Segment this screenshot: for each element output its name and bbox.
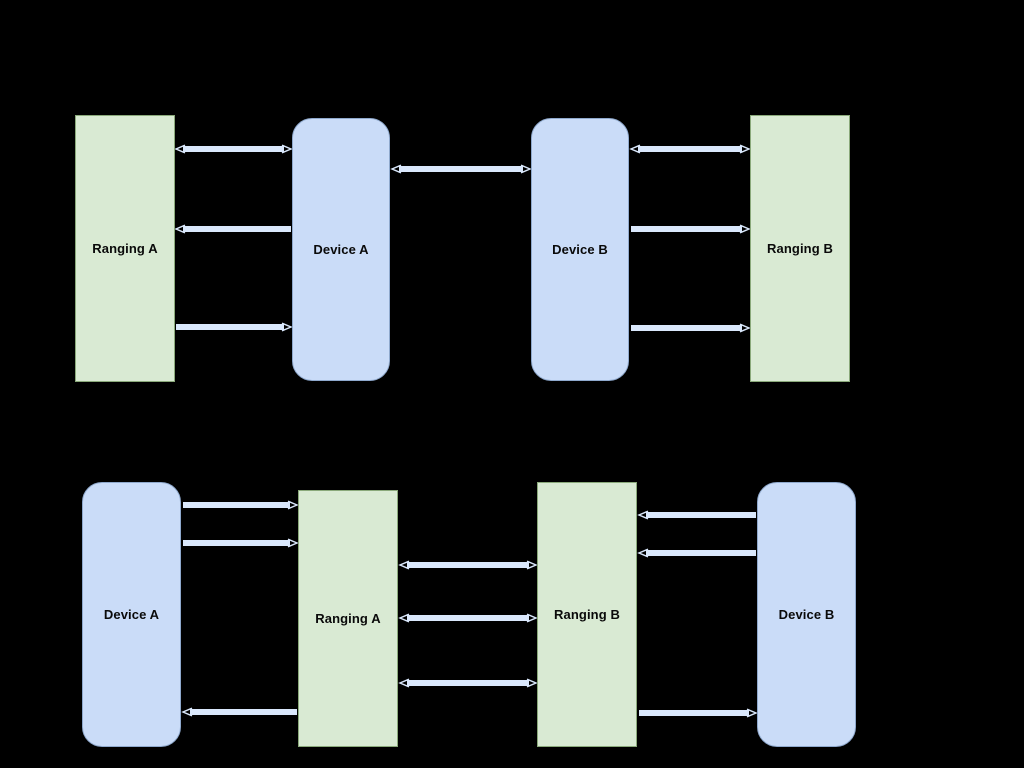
node-label: Ranging B [767,240,833,256]
node-top-device-b[interactable]: Device B [531,118,629,381]
edge-arrow-b2 [183,538,299,548]
edge-arrow-b7 [637,510,756,520]
node-bot-ranging-a[interactable]: Ranging A [298,490,398,747]
node-label: Device B [552,241,608,257]
edge-arrow-t3 [176,322,293,332]
edge-arrow-t5 [629,144,751,154]
edge-arrow-b6 [398,678,538,688]
node-bot-device-a[interactable]: Device A [82,482,181,747]
node-label: Device A [313,241,369,257]
edge-arrow-b9 [639,708,758,718]
node-label: Ranging B [554,606,620,622]
node-label: Ranging A [92,240,158,256]
node-top-device-a[interactable]: Device A [292,118,390,381]
edge-arrow-b5 [398,613,538,623]
edge-arrow-b1 [183,500,299,510]
edge-arrow-b3 [181,707,297,717]
edge-arrow-t7 [631,323,751,333]
edge-arrow-b4 [398,560,538,570]
node-bot-device-b[interactable]: Device B [757,482,856,747]
node-label: Device A [103,606,160,622]
node-top-ranging-a[interactable]: Ranging A [75,115,175,382]
node-bot-ranging-b[interactable]: Ranging B [537,482,637,747]
edge-arrow-t4 [390,164,532,174]
node-top-ranging-b[interactable]: Ranging B [750,115,850,382]
edge-arrow-b8 [637,548,756,558]
edge-arrow-t2 [174,224,291,234]
edge-arrow-t1 [174,144,293,154]
edge-arrow-t6 [631,224,751,234]
node-label: Device B [778,606,835,622]
node-label: Ranging A [315,610,381,626]
